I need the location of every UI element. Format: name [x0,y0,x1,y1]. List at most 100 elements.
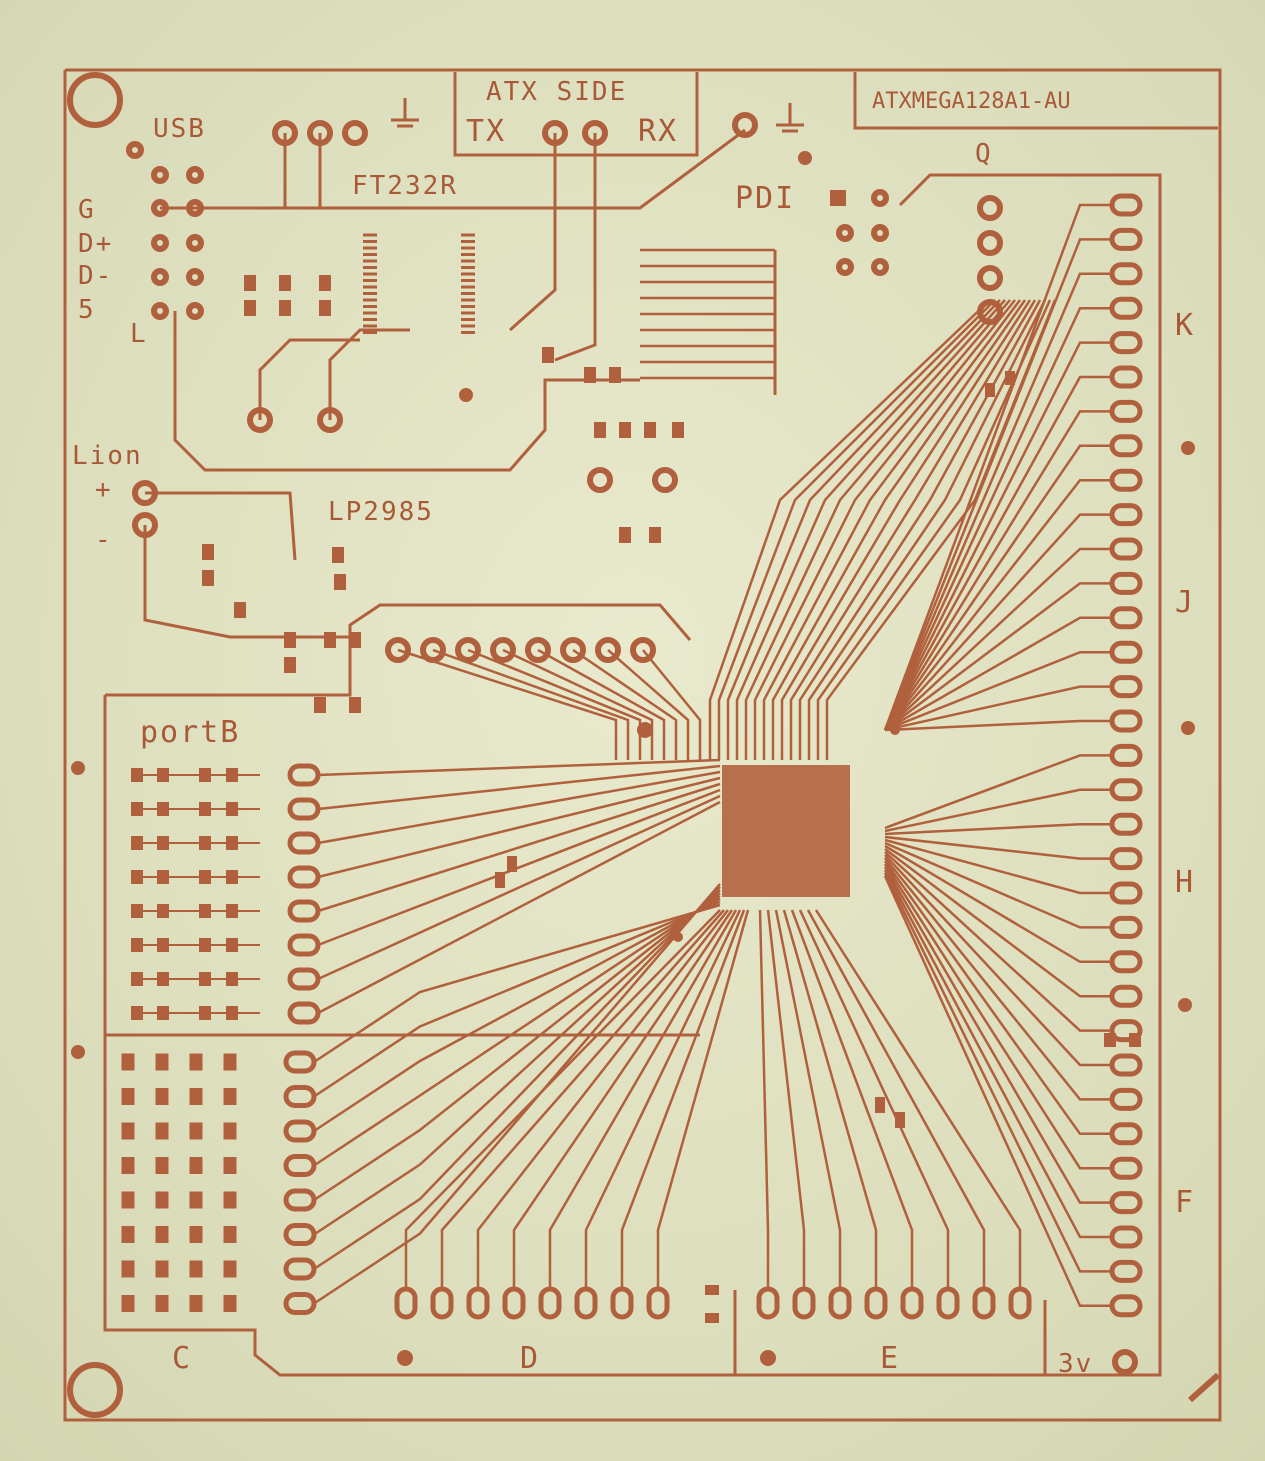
mounting-hole [71,1045,85,1059]
header-pad [502,1286,526,1320]
trace [63,68,1222,1422]
smd-pad [155,1053,169,1071]
smd-pad [363,324,377,328]
trace [884,835,1112,860]
label-plus: + [95,475,113,505]
through-hole-pad [732,112,758,138]
smd-pad [363,253,377,256]
trace [884,822,1112,836]
trace [476,909,729,1290]
trace [758,909,770,1290]
smd-pad [226,870,238,884]
header-pad [936,1286,960,1320]
through-hole-pad [67,72,123,128]
through-hole-pad [652,467,678,493]
smd-pad [199,938,211,952]
smd-pad [461,311,475,315]
label-j: J [1175,585,1195,620]
trace [884,848,1112,998]
trace [317,770,721,845]
trace [780,299,1032,760]
smd-pad [363,285,377,289]
header-pad [1109,778,1143,802]
smd-pad [155,1191,169,1209]
smd-pad [461,259,475,263]
through-hole-pad [490,637,516,663]
smd-pad [363,305,377,308]
smd-pad [155,1260,169,1278]
smd-pad [244,275,256,291]
smd-pad [131,1006,143,1020]
trace [317,758,721,777]
header-pad [287,797,321,821]
trace [816,299,1052,760]
header-pad [1109,675,1143,699]
smd-pad [363,240,377,243]
through-hole-pad [132,512,158,538]
trace [884,582,1112,731]
header-pad [1109,1294,1143,1318]
smd-pad [495,872,505,888]
smd-pad [284,632,296,648]
trace [453,72,699,157]
header-pad [1109,227,1143,251]
through-hole-pad [385,637,411,663]
trace [173,311,640,472]
smd-pad [121,1088,135,1105]
trace [884,844,1112,964]
header-pad [1109,1087,1143,1111]
smd-pad [363,298,377,302]
trace [509,133,557,332]
trace [798,909,950,1290]
trace [883,375,1112,731]
trace [537,648,666,760]
smd-pad [244,300,256,316]
trace [404,909,721,1290]
smd-pad [199,972,211,986]
smd-pad [584,367,596,383]
smd-pad [875,1097,885,1113]
through-hole-pad [247,407,273,433]
trace [884,857,1112,1101]
trace [313,883,721,1305]
label-dplus: D+ [78,229,113,259]
smd-pad [507,856,517,872]
trace [884,854,1112,1067]
smd-pad [131,904,143,918]
through-hole-pad [151,268,169,286]
smd-pad [223,1157,237,1174]
through-hole-pad [186,166,204,184]
header-pad [1109,331,1143,355]
smd-pad [157,904,169,918]
smd-pad [155,1088,169,1105]
header-pad [283,1188,317,1212]
label-portb: portB [140,715,240,750]
trace [717,299,996,760]
smd-pad [189,1088,203,1105]
smd-pad [461,305,475,308]
trace [554,133,597,362]
header-pad [1109,709,1143,733]
trace [735,299,1006,760]
smd-pad [202,544,214,560]
mounting-hole [71,761,85,775]
trace [317,776,721,879]
smd-pad [131,938,143,952]
trace [317,800,721,1015]
through-hole-pad [871,189,889,207]
smd-pad [830,190,846,206]
through-hole-pad [836,258,854,276]
smd-pad [363,318,377,321]
through-hole-pad [560,637,586,663]
smd-pad [672,422,684,438]
trace [440,909,725,1290]
smd-pad [619,527,631,543]
through-hole-pad [186,268,204,286]
trace [884,841,1112,929]
header-pad [1109,1053,1143,1077]
through-hole-pad [630,637,656,663]
header-pad [1109,365,1143,389]
smd-pad [131,802,143,816]
header-pad [864,1286,888,1320]
